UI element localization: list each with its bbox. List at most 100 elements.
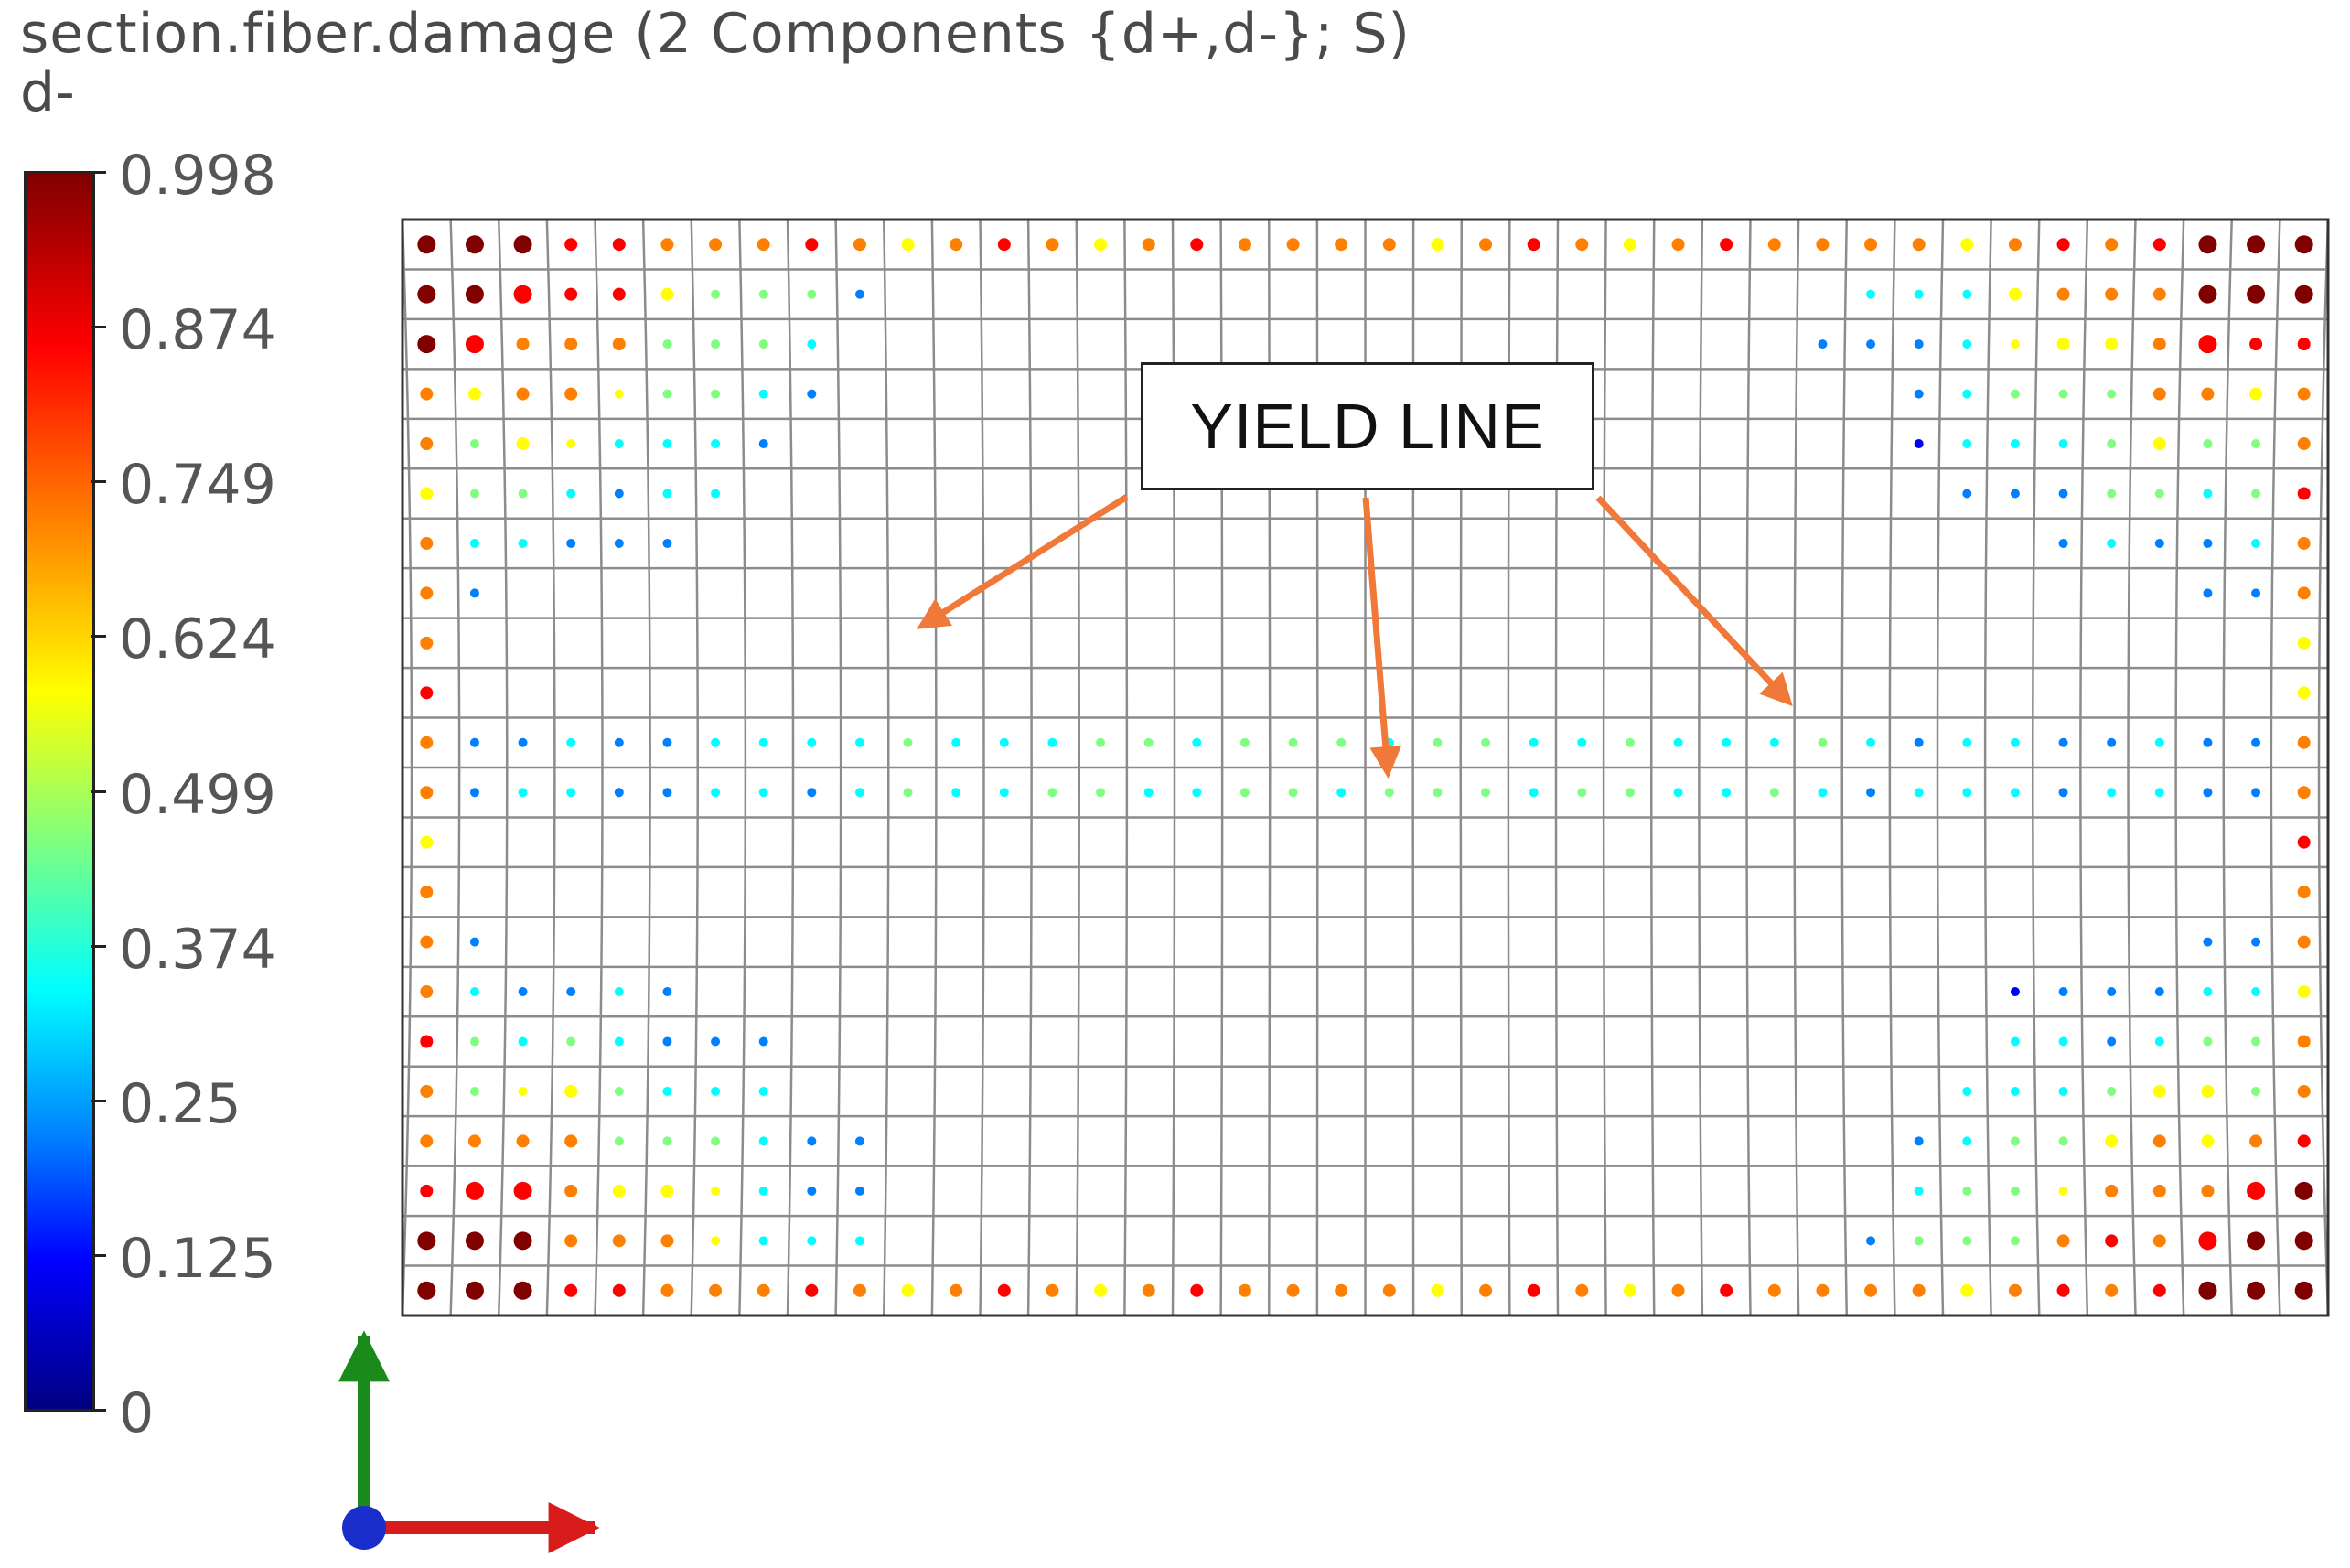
damage-marker (1673, 788, 1683, 798)
damage-marker (420, 935, 434, 949)
damage-marker (1094, 238, 1108, 252)
damage-marker (2251, 987, 2261, 997)
arrow-right (1595, 495, 1793, 707)
damage-marker (2297, 886, 2311, 899)
damage-marker (2294, 1231, 2313, 1251)
damage-marker (901, 238, 915, 252)
damage-marker (1238, 1283, 1251, 1297)
damage-marker (465, 1281, 484, 1300)
damage-marker (1479, 238, 1493, 252)
damage-marker (1577, 737, 1587, 747)
yield-line-callout: YIELD LINE (1141, 362, 1594, 490)
damage-marker (518, 1036, 528, 1047)
damage-marker (2010, 389, 2020, 399)
damage-marker (2107, 987, 2117, 997)
damage-marker (465, 235, 484, 254)
damage-marker (711, 489, 721, 499)
damage-marker (1190, 238, 1204, 252)
damage-marker (2058, 1086, 2068, 1096)
damage-marker (420, 686, 434, 700)
damage-marker (2058, 987, 2068, 997)
damage-marker (518, 987, 528, 997)
damage-marker (2058, 439, 2068, 449)
damage-marker (2152, 1184, 2166, 1197)
damage-marker (420, 636, 434, 650)
legend-tick (91, 480, 106, 484)
legend-tick (91, 635, 106, 639)
damage-marker (564, 1134, 578, 1148)
mesh-grid (401, 218, 2330, 1317)
damage-marker (1575, 1283, 1589, 1297)
damage-marker (2056, 238, 2070, 252)
damage-marker (711, 788, 721, 798)
damage-marker (2154, 737, 2164, 747)
damage-marker (807, 1136, 817, 1146)
damage-marker (467, 1134, 481, 1148)
damage-marker (1623, 238, 1636, 252)
legend-tick (91, 1253, 106, 1257)
damage-marker (1914, 389, 1924, 399)
damage-marker (1384, 788, 1394, 798)
damage-marker (469, 737, 479, 747)
damage-marker (2294, 1281, 2313, 1300)
damage-marker (2105, 1234, 2119, 1248)
damage-marker (2297, 686, 2311, 700)
damage-marker (2058, 1136, 2068, 1146)
damage-marker (2201, 387, 2215, 401)
damage-marker (2010, 1236, 2020, 1246)
damage-marker (1769, 737, 1779, 747)
damage-marker (1575, 238, 1589, 252)
damage-marker (660, 1283, 674, 1297)
damage-marker (662, 489, 672, 499)
damage-marker (516, 1134, 530, 1148)
damage-marker (2107, 788, 2117, 798)
damage-marker (469, 1086, 479, 1096)
damage-marker (2203, 588, 2213, 598)
damage-marker (2010, 1036, 2020, 1047)
damage-marker (566, 489, 576, 499)
damage-marker (1960, 1283, 1974, 1297)
damage-marker (518, 538, 528, 548)
damage-marker (997, 1283, 1011, 1297)
damage-marker (566, 1036, 576, 1047)
damage-marker (566, 737, 576, 747)
damage-marker (1047, 788, 1057, 798)
damage-marker (614, 1086, 624, 1096)
damage-marker (711, 1186, 721, 1196)
damage-marker (420, 1134, 434, 1148)
damage-marker (469, 937, 479, 947)
damage-marker (807, 339, 817, 349)
damage-marker (1722, 788, 1732, 798)
damage-marker (1143, 737, 1154, 747)
damage-marker (2107, 489, 2117, 499)
damage-marker (758, 389, 768, 399)
legend-tick (91, 326, 106, 329)
damage-marker (420, 1084, 434, 1098)
damage-marker (1818, 788, 1828, 798)
damage-marker (2107, 538, 2117, 548)
damage-marker (2297, 786, 2311, 800)
damage-marker (997, 238, 1011, 252)
damage-marker (1671, 1283, 1685, 1297)
damage-marker (1239, 788, 1250, 798)
damage-marker (1192, 788, 1202, 798)
damage-marker (2008, 1283, 2022, 1297)
damage-marker (2297, 387, 2311, 401)
damage-marker (2154, 489, 2164, 499)
damage-marker (1527, 1283, 1540, 1297)
damage-marker (2249, 338, 2263, 351)
damage-marker (420, 786, 434, 800)
damage-marker (1914, 737, 1924, 747)
damage-marker (2297, 1134, 2311, 1148)
damage-marker (420, 387, 434, 401)
damage-marker (1096, 788, 1106, 798)
damage-marker (1286, 238, 1300, 252)
damage-marker (417, 1231, 436, 1251)
damage-marker (758, 1086, 768, 1096)
damage-marker (903, 737, 913, 747)
damage-marker (662, 987, 672, 997)
damage-marker (2247, 285, 2266, 304)
damage-marker (807, 1186, 817, 1196)
axis-origin (342, 1506, 386, 1550)
